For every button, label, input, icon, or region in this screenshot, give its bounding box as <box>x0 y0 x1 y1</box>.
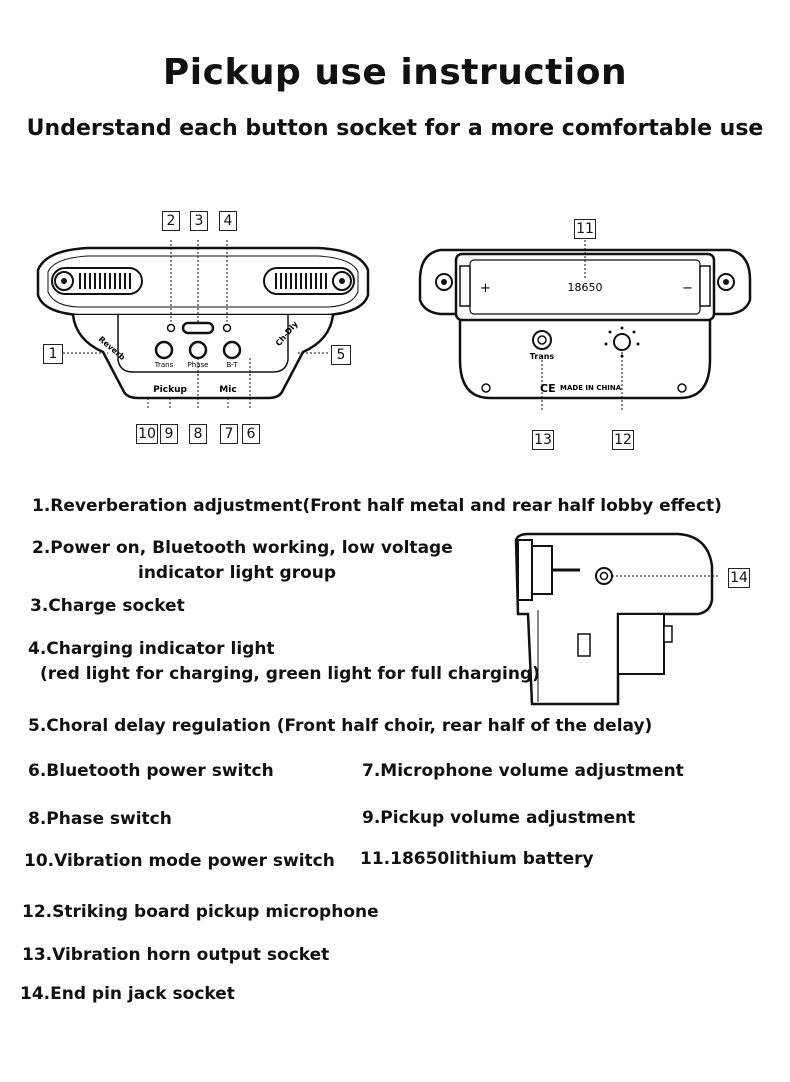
instruction-14: 14.End pin jack socket <box>20 984 235 1004</box>
side-view-diagram <box>514 532 718 706</box>
callout-6: 6 <box>242 424 260 444</box>
bt-button-label: B-T <box>227 361 239 369</box>
instruction-5: 5.Choral delay regulation (Front half ch… <box>28 716 653 736</box>
callout-5: 5 <box>331 345 351 365</box>
callout-14: 14 <box>728 568 750 588</box>
instruction-12: 12.Striking board pickup microphone <box>22 902 379 922</box>
callout-4: 4 <box>219 211 237 231</box>
page-subtitle: Understand each button socket for a more… <box>26 116 764 141</box>
page-title: Pickup use instruction <box>162 52 628 93</box>
callout-2: 2 <box>162 211 180 231</box>
instruction-10: 10.Vibration mode power switch <box>24 851 335 871</box>
mic-knob-label: Mic <box>219 385 236 395</box>
front-panel-diagram: Trans Phase B-T Pickup Mic Reverb Ch-Dly <box>36 240 370 410</box>
callout-1: 1 <box>43 344 63 364</box>
instruction-6: 6.Bluetooth power switch <box>28 761 274 781</box>
left-grill <box>51 267 143 295</box>
instruction-3: 3.Charge socket <box>30 596 185 616</box>
instruction-9: 9.Pickup volume adjustment <box>362 808 636 828</box>
instruction-2-line2: indicator light group <box>138 563 337 583</box>
battery-label: 18650 <box>568 281 603 294</box>
callout-10: 10 <box>136 424 158 444</box>
callout-7: 7 <box>220 424 238 444</box>
instruction-4-line1: 4.Charging indicator light <box>28 639 275 659</box>
battery-minus: − <box>682 281 693 296</box>
instruction-1: 1.Reverberation adjustment(Front half me… <box>32 496 722 516</box>
battery-plus: + <box>480 281 491 296</box>
phase-button-label: Phase <box>188 361 209 369</box>
trans-socket-label: Trans <box>530 352 555 361</box>
instruction-4-line2: (red light for charging, green light for… <box>40 664 540 684</box>
trans-button-label: Trans <box>154 361 174 369</box>
instruction-13: 13.Vibration horn output socket <box>22 945 330 965</box>
callout-8: 8 <box>189 424 207 444</box>
callout-12: 12 <box>612 430 634 450</box>
callout-13: 13 <box>532 430 554 450</box>
instruction-7: 7.Microphone volume adjustment <box>362 761 684 781</box>
made-in-china: MADE IN CHINA <box>560 384 622 392</box>
callout-3: 3 <box>190 211 208 231</box>
ce-mark: CE <box>540 382 556 395</box>
instruction-11: 11.18650lithium battery <box>360 849 594 869</box>
instruction-2-line1: 2.Power on, Bluetooth working, low volta… <box>32 538 453 558</box>
instruction-8: 8.Phase switch <box>28 809 172 829</box>
back-panel-diagram: + − 18650 Trans CE MADE IN CHINA <box>418 240 752 410</box>
callout-11: 11 <box>574 219 596 239</box>
callout-9: 9 <box>160 424 178 444</box>
right-grill <box>263 267 355 295</box>
pickup-knob-label: Pickup <box>153 385 187 395</box>
